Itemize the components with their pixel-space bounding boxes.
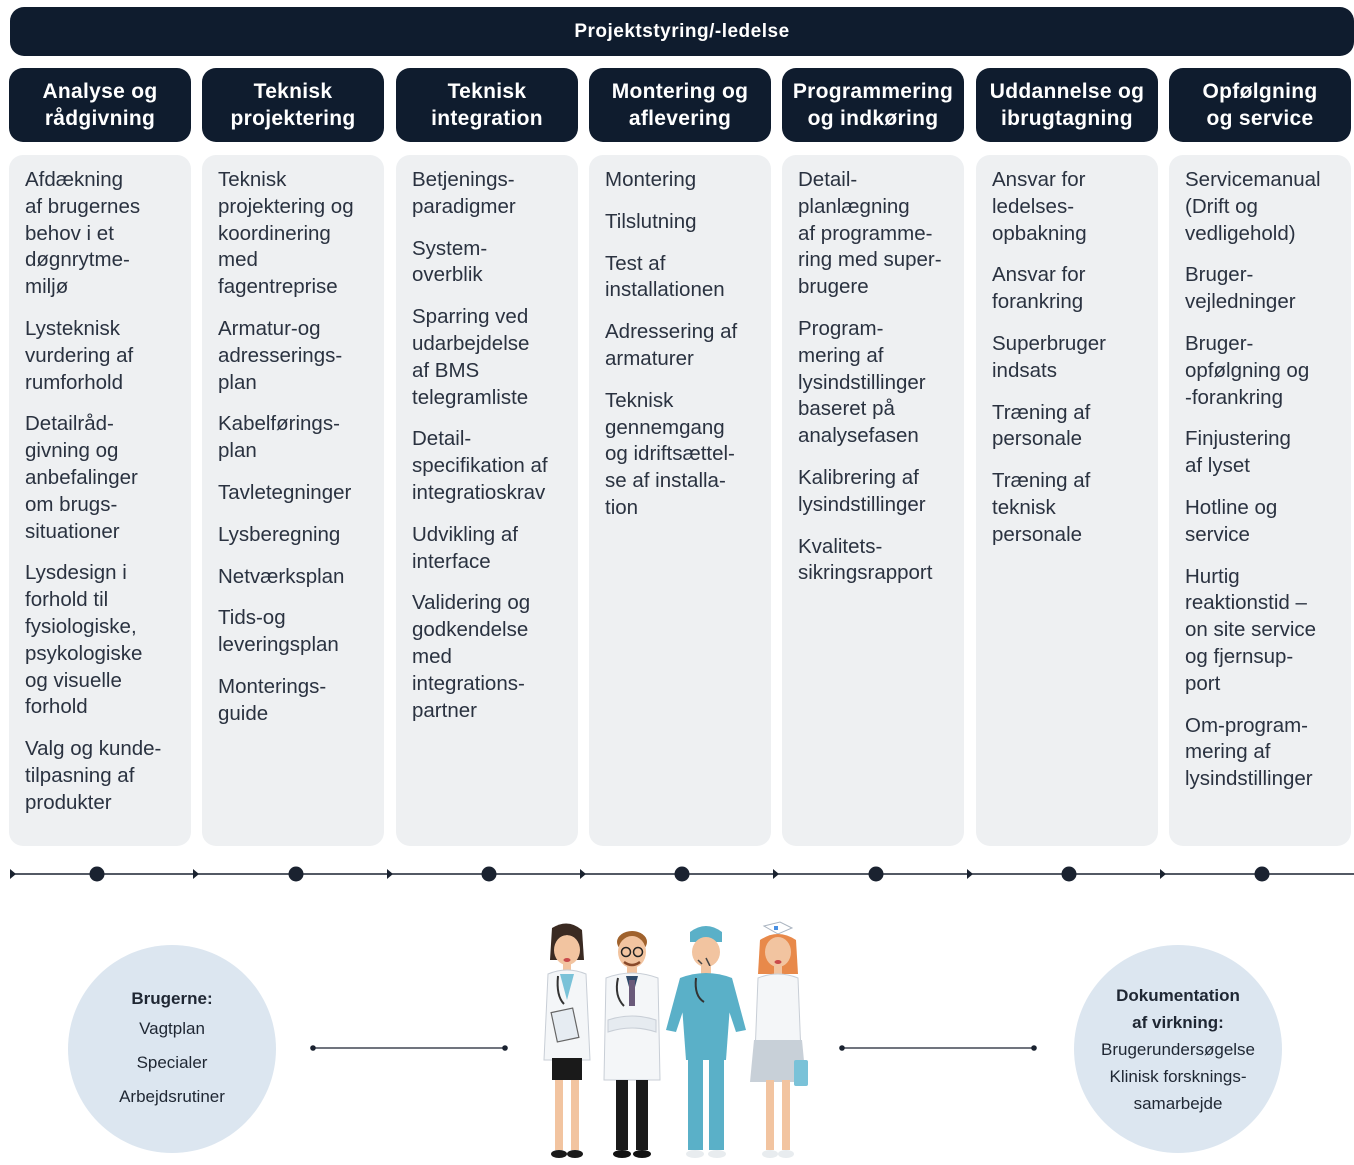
column-header-follow-up: Opfølgning og service — [1169, 68, 1351, 142]
list-item: Tids-og leveringsplan — [218, 606, 339, 657]
list-item: Tilslutning — [605, 209, 697, 233]
timeline-dot — [1061, 866, 1077, 882]
documentation-line: Brugerundersøgelse — [1100, 1039, 1256, 1059]
list-item: Superbruger indsats — [992, 331, 1106, 382]
column-header-analysis: Analyse og rådgivning — [9, 68, 191, 142]
female-doctor-figure — [543, 923, 591, 1158]
column-title: Teknisk projektering — [230, 80, 356, 130]
list-item: Sparring ved udarbejdelse af BMS telegra… — [412, 305, 530, 409]
list-item: Teknisk projektering og koordinering med… — [218, 168, 354, 299]
users-circle: Brugerne: Vagtplan Specialer Arbejdsruti… — [68, 945, 276, 1153]
timeline-dot — [89, 866, 105, 882]
column-body-training: Ansvar for ledelses- opbakning Ansvar fo… — [976, 155, 1158, 846]
list-item: Detail- specifikation af integratioskrav — [412, 427, 548, 504]
list-item: Udvikling af interface — [412, 522, 518, 573]
list-item: Program- mering af lysindstillinger base… — [798, 316, 926, 448]
timeline-dot — [674, 866, 690, 882]
timeline-dot — [288, 866, 304, 882]
column-body-technical-integration: Betjenings- paradigmer System- overblik … — [396, 155, 578, 846]
list-item: Lysdesign i forhold til fysiologiske, ps… — [25, 561, 143, 719]
list-item: Træning af personale — [992, 400, 1091, 451]
list-item: Validering og godkendelse med integratio… — [412, 591, 531, 722]
list-item: Træning af teknisk personale — [992, 469, 1091, 546]
column-title: Uddannelse og ibrugtagning — [989, 80, 1145, 130]
column-body-analysis: Afdækning af brugernes behov i et døgnry… — [9, 155, 191, 846]
list-item: Lysberegning — [218, 522, 341, 546]
users-line: Arbejdsrutiner — [119, 1086, 225, 1106]
list-item: Bruger- vejledninger — [1185, 263, 1296, 314]
column-body-installation: Montering Tilslutning Test af installati… — [589, 155, 771, 846]
list-item: Hotline og service — [1185, 495, 1278, 546]
list-item: Ansvar for ledelses- opbakning — [992, 168, 1087, 245]
timeline-dot — [868, 866, 884, 882]
list-item: Test af installationen — [605, 251, 725, 302]
healthcare-staff-illustration — [543, 921, 808, 1158]
list-item: Valg og kunde- tilpasning af produkter — [25, 737, 162, 814]
column-header-programming: Programmering og indkøring — [782, 68, 964, 142]
surgeon-figure — [666, 926, 746, 1158]
column-body-follow-up: Servicemanual (Drift og vedligehold) Bru… — [1169, 155, 1351, 846]
list-item: Kvalitets- sikringsrapport — [798, 534, 933, 585]
timeline-arrow-icon — [580, 869, 586, 879]
left-connector — [310, 1045, 508, 1051]
column-body-programming: Detail- planlægning af programme- ring m… — [782, 155, 964, 846]
timeline-dot — [481, 866, 497, 882]
documentation-title: Dokumentation af virkning: — [1116, 985, 1240, 1032]
list-item: Detailråd- givning og anbefalinger om br… — [25, 412, 138, 543]
list-item: Servicemanual (Drift og vedligehold) — [1185, 168, 1321, 245]
list-item: Lysteknisk vurdering af rumforhold — [25, 316, 134, 394]
timeline-arrow-icon — [387, 869, 393, 879]
process-timeline — [10, 866, 1354, 882]
timeline-dot — [1254, 866, 1270, 882]
list-item: Afdækning af brugernes behov i et døgnry… — [25, 168, 141, 299]
column-header-installation: Montering og aflevering — [589, 68, 771, 142]
list-item: Armatur-og adresserings- plan — [218, 316, 343, 394]
project-management-banner: Projektstyring/-ledelse — [10, 7, 1354, 56]
column-title: Teknisk integration — [431, 80, 543, 130]
column-title: Programmering og indkøring — [792, 80, 954, 130]
users-line: Vagtplan — [139, 1018, 205, 1038]
male-doctor-figure — [603, 931, 661, 1158]
list-item: Monterings- guide — [218, 674, 327, 725]
list-item: Om-program- mering af lysindstillinger — [1185, 713, 1313, 791]
list-item: System- overblik — [412, 236, 488, 287]
column-header-technical-integration: Teknisk integration — [396, 68, 578, 142]
users-title: Brugerne: — [131, 988, 213, 1008]
list-item: Hurtig reaktionstid – on site service og… — [1185, 564, 1317, 695]
list-item: Teknisk gennemgang og idriftsættel- se a… — [605, 388, 735, 519]
list-item: Kalibrering af lysindstillinger — [798, 465, 926, 516]
timeline-arrow-icon — [1160, 869, 1166, 879]
column-header-training: Uddannelse og ibrugtagning — [976, 68, 1158, 142]
list-item: Betjenings- paradigmer — [412, 168, 516, 218]
users-line: Specialer — [136, 1052, 208, 1072]
column-header-technical-design: Teknisk projektering — [202, 68, 384, 142]
timeline-arrow-icon — [967, 869, 973, 879]
column-title: Opfølgning og service — [1202, 80, 1318, 130]
timeline-arrow-icon — [10, 869, 16, 879]
list-item: Ansvar for forankring — [992, 263, 1086, 314]
list-item: Bruger- opfølgning og -forankring — [1185, 331, 1310, 409]
nurse-figure — [750, 921, 808, 1158]
list-item: Netværksplan — [218, 564, 345, 588]
banner-title: Projektstyring/-ledelse — [574, 20, 790, 42]
list-item: Montering — [605, 168, 697, 191]
column-title: Analyse og rådgivning — [42, 80, 158, 130]
right-connector — [839, 1045, 1037, 1051]
documentation-circle: Dokumentation af virkning: Brugerundersø… — [1074, 945, 1282, 1153]
list-item: Tavletegninger — [218, 480, 352, 504]
list-item: Finjustering af lyset — [1185, 427, 1291, 478]
documentation-line: Klinisk forsknings- samarbejde — [1109, 1066, 1247, 1113]
list-item: Adressering af armaturer — [605, 320, 738, 370]
timeline-arrow-icon — [193, 869, 199, 879]
timeline-arrow-icon — [773, 869, 779, 879]
list-item: Detail- planlægning af programme- ring m… — [798, 168, 942, 299]
list-item: Kabelførings- plan — [218, 412, 340, 463]
column-body-technical-design: Teknisk projektering og koordinering med… — [202, 155, 384, 846]
column-title: Montering og aflevering — [611, 80, 749, 130]
